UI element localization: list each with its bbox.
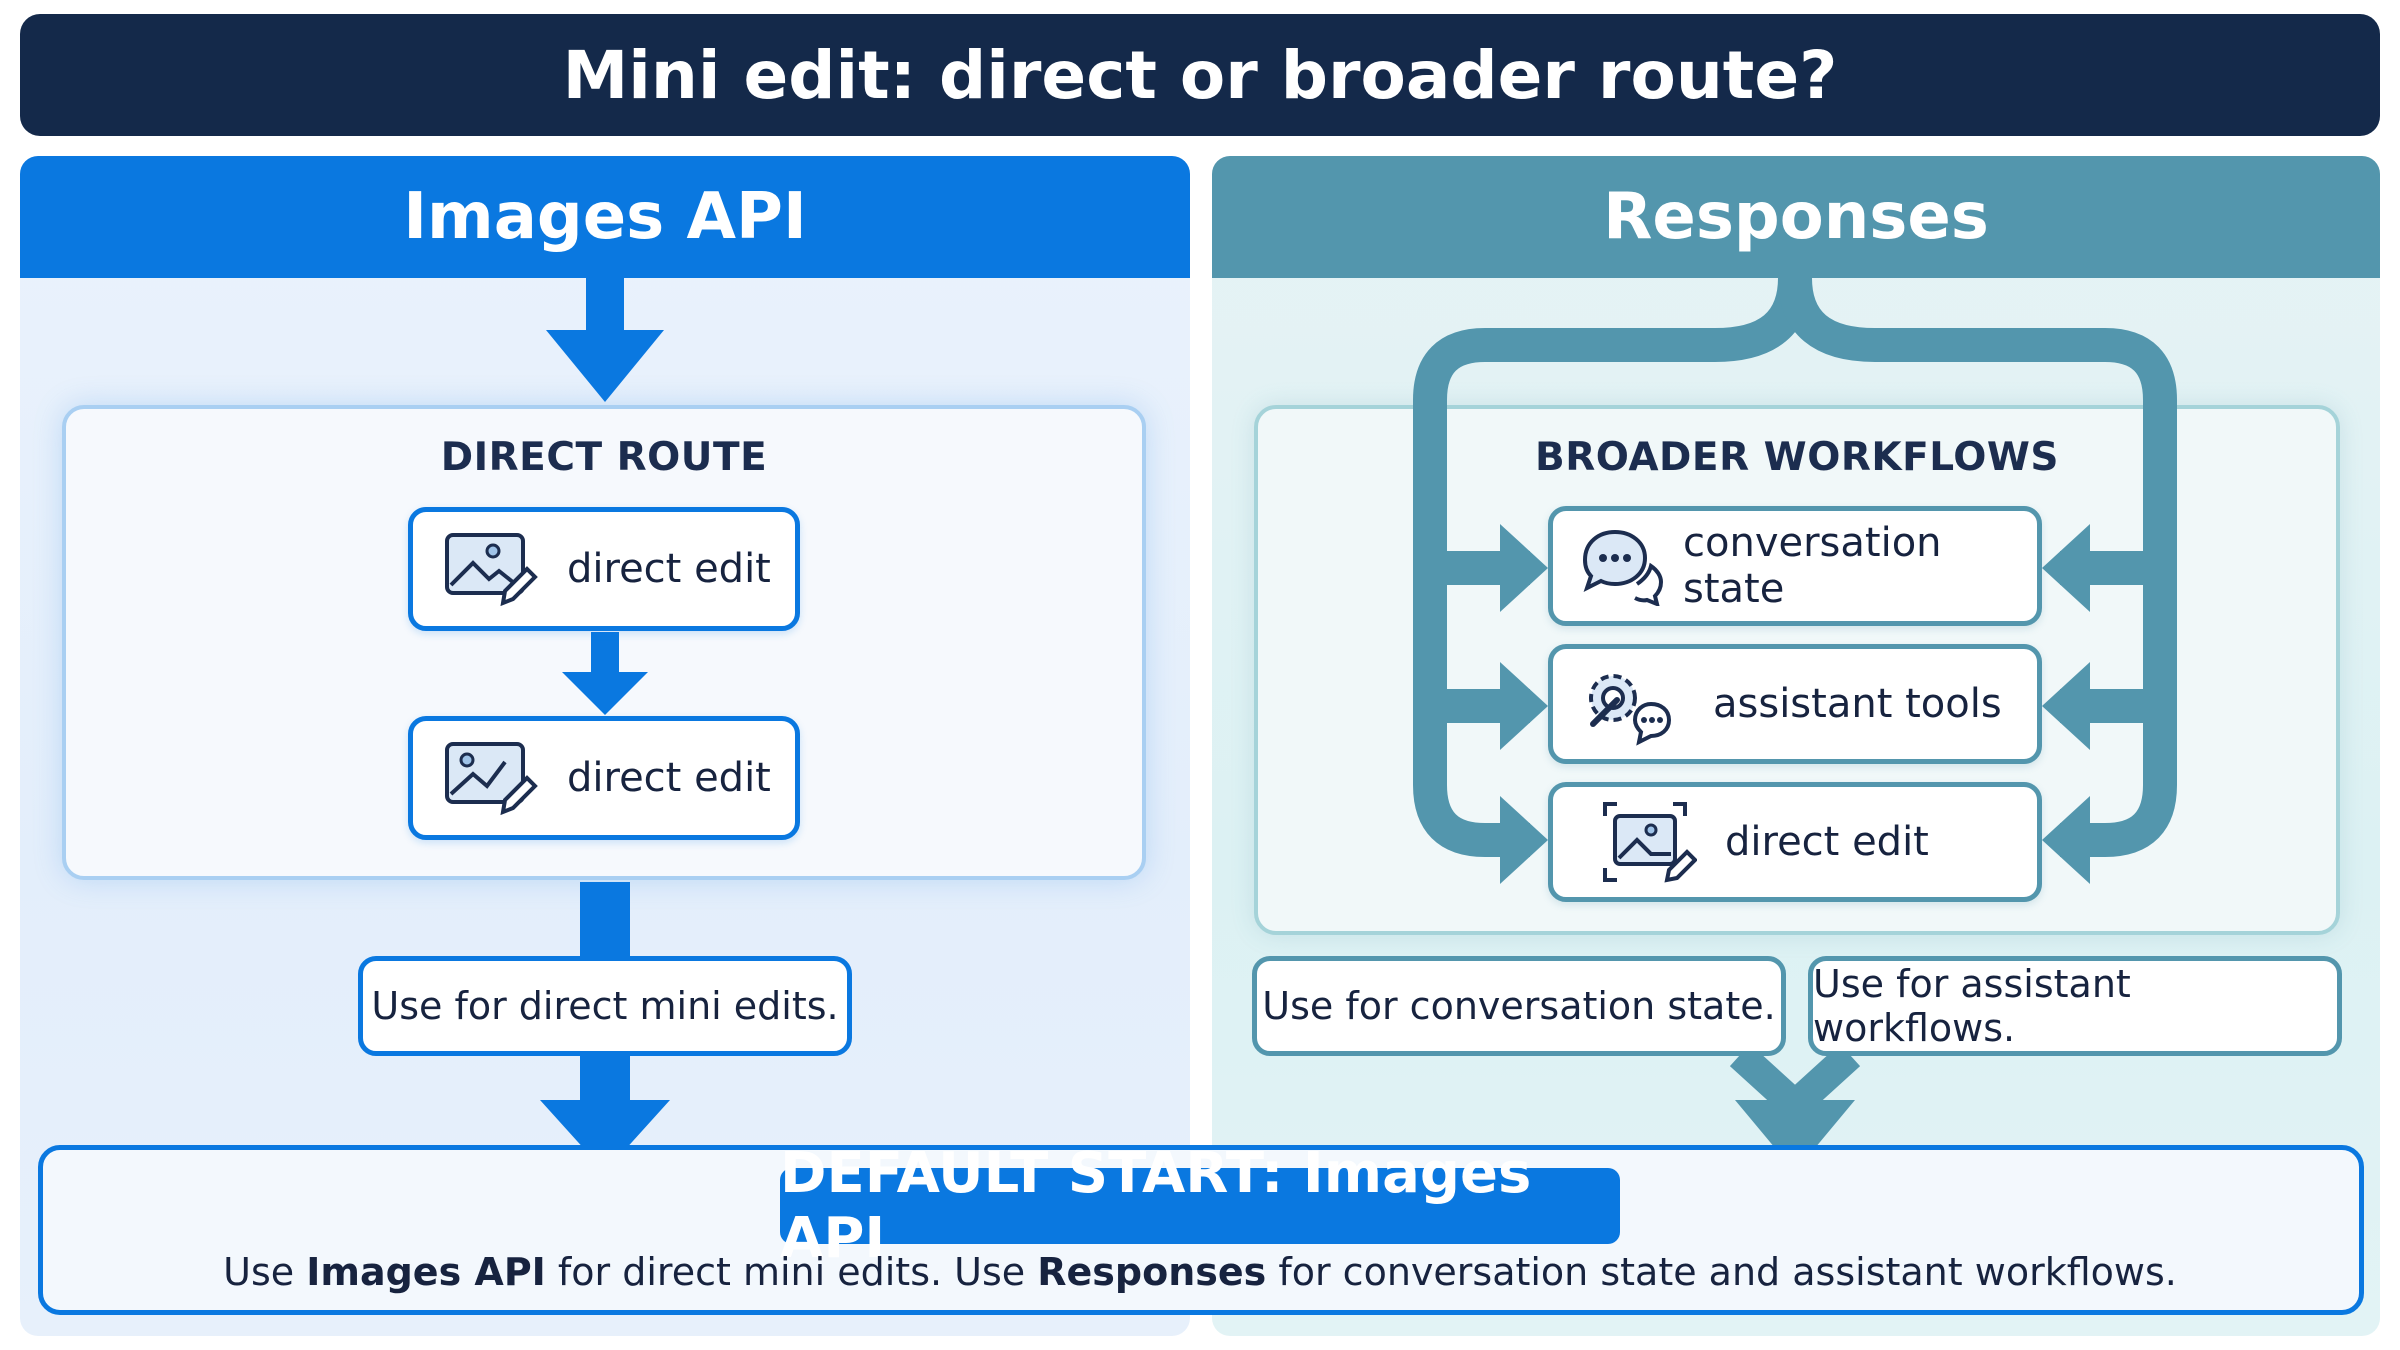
assistant-tools-item: assistant tools [1548, 644, 2042, 764]
right-branch-connector [1778, 277, 2177, 857]
page-title: Mini edit: direct or broader route? [562, 36, 1838, 114]
arrow-note-to-default [580, 1055, 630, 1103]
conversation-state-item: conversation state [1548, 506, 2042, 626]
broader-workflows-heading: BROADER WORKFLOWS [1535, 435, 2059, 480]
conversation-state-label: conversation state [1683, 520, 1942, 612]
direct-edit-label-2: direct edit [567, 755, 771, 801]
direct-edit-item-2: direct edit [408, 716, 800, 840]
direct-edit-item-1: direct edit [408, 507, 800, 631]
responses-header: Responses [1212, 156, 2380, 278]
assistant-tools-label: assistant tools [1713, 681, 2002, 727]
images-api-header: Images API [20, 156, 1190, 278]
arrowhead-right-conversation [2042, 524, 2090, 612]
arrowhead-item1-to-item2 [562, 672, 648, 715]
desc-part-3: for conversation state and assistant wor… [1266, 1250, 2177, 1294]
direct-route-heading: DIRECT ROUTE [440, 435, 768, 480]
direct-edit-item-3: direct edit [1548, 782, 2042, 902]
arrowhead-header-to-route [546, 330, 664, 402]
direct-edit-label-3: direct edit [1725, 819, 1929, 865]
arrow-route-to-note [580, 882, 630, 958]
left-branch-connector [1413, 277, 1812, 857]
desc-part-2: for direct mini edits. Use [545, 1250, 1038, 1294]
arrow-item1-to-item2 [591, 632, 619, 674]
arrowhead-left-tools [1500, 662, 1548, 750]
desc-bold-images-api: Images API [306, 1250, 546, 1294]
arrowhead-right-direct-edit [2042, 796, 2090, 884]
arrowhead-left-direct-edit [1500, 796, 1548, 884]
image-edit-icon [1603, 802, 1697, 883]
direct-edit-label-1: direct edit [567, 546, 771, 592]
default-start-title: DEFAULT START: Images API [780, 1141, 1620, 1271]
arrowhead-left-conversation [1500, 524, 1548, 612]
desc-bold-responses: Responses [1037, 1250, 1267, 1294]
image-edit-icon [445, 533, 538, 607]
arrow-header-to-route [586, 276, 624, 332]
assistant-workflows-note: Use for assistant workflows. [1808, 956, 2342, 1056]
arrowhead-note-to-default [540, 1100, 670, 1172]
notes-merge-connector [1729, 1043, 1861, 1126]
image-edit-icon [445, 742, 538, 816]
desc-part-1: Use [223, 1250, 307, 1294]
arrowhead-right-tools [2042, 662, 2090, 750]
conversation-state-note: Use for conversation state. [1252, 956, 1786, 1056]
chat-bubbles-icon [1582, 529, 1664, 606]
gear-wrench-chat-icon [1589, 674, 1672, 746]
arrowhead-notes-to-default [1735, 1100, 1855, 1172]
direct-mini-edits-note: Use for direct mini edits. [358, 956, 852, 1056]
default-start-description: Use Images API for direct mini edits. Us… [40, 1250, 2360, 1300]
title-bar: Mini edit: direct or broader route? [20, 14, 2380, 136]
